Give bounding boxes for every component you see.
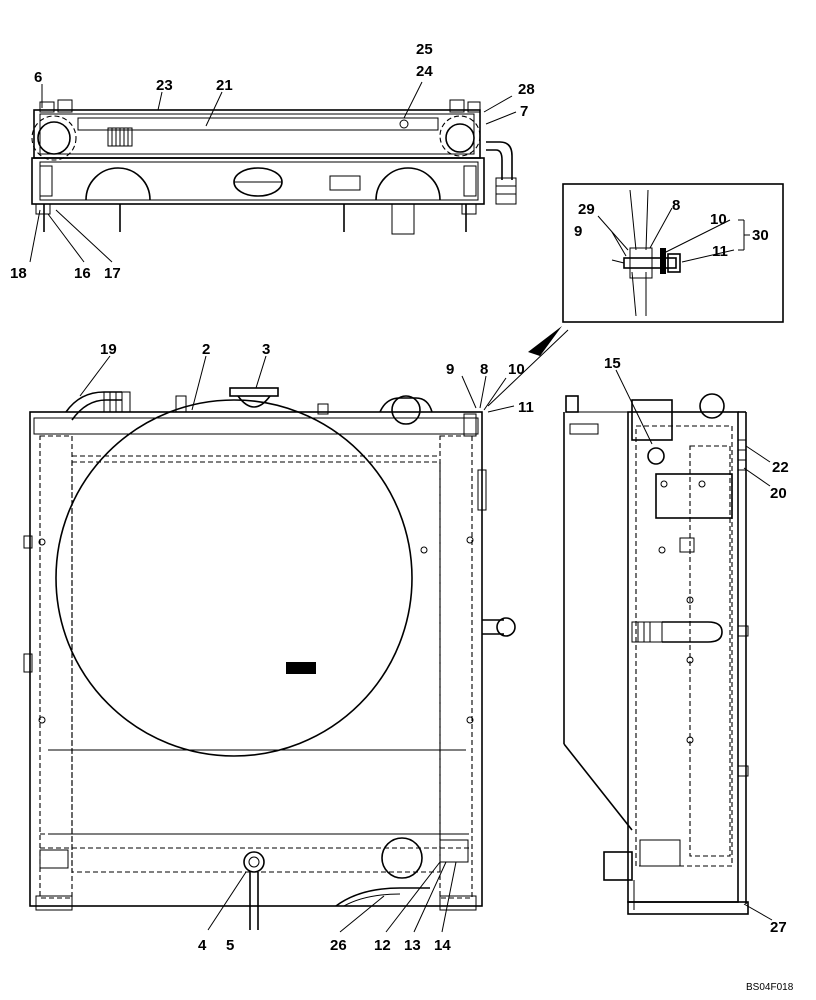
callout-10-detail: 10 — [710, 211, 727, 228]
callout-10: 10 — [508, 361, 525, 378]
detail-pointer — [487, 326, 569, 407]
callout-6: 6 — [34, 69, 42, 86]
callout-22: 22 — [772, 459, 789, 476]
front-view — [23, 387, 516, 930]
callout-18: 18 — [10, 265, 27, 282]
callout-26: 26 — [330, 937, 347, 954]
figure-id: BS04F018 — [746, 982, 794, 993]
callout-23: 23 — [156, 77, 173, 94]
callout-8: 8 — [480, 361, 488, 378]
callout-3: 3 — [262, 341, 270, 358]
callout-19: 19 — [100, 341, 117, 358]
callout-12: 12 — [374, 937, 391, 954]
callout-11: 11 — [518, 399, 534, 416]
callout-30: 30 — [752, 227, 769, 244]
callout-20: 20 — [770, 485, 787, 502]
callout-4: 4 — [198, 937, 207, 954]
callout-16: 16 — [74, 265, 91, 282]
callout-2: 2 — [202, 341, 210, 358]
callout-21: 21 — [216, 77, 233, 94]
callout-13: 13 — [404, 937, 421, 954]
callout-27: 27 — [770, 919, 787, 936]
callout-5: 5 — [226, 937, 234, 954]
callout-8-detail: 8 — [672, 197, 680, 214]
callout-7: 7 — [520, 103, 528, 120]
side-view — [563, 393, 749, 915]
callout-25: 25 — [416, 41, 433, 58]
callout-14: 14 — [434, 937, 451, 954]
leader-lines — [29, 81, 773, 933]
callout-15: 15 — [604, 355, 621, 372]
callout-17: 17 — [104, 265, 121, 282]
callout-24: 24 — [416, 63, 433, 80]
detail-view — [562, 183, 784, 323]
callout-labels: 25 24 6 23 21 28 7 18 16 17 29 8 10 9 30… — [10, 41, 794, 993]
callout-9-detail: 9 — [574, 223, 582, 240]
callout-11-detail: 11 — [712, 243, 728, 260]
callout-29: 29 — [578, 201, 595, 218]
callout-28: 28 — [518, 81, 535, 98]
top-view — [31, 99, 517, 235]
callout-9: 9 — [446, 361, 454, 378]
